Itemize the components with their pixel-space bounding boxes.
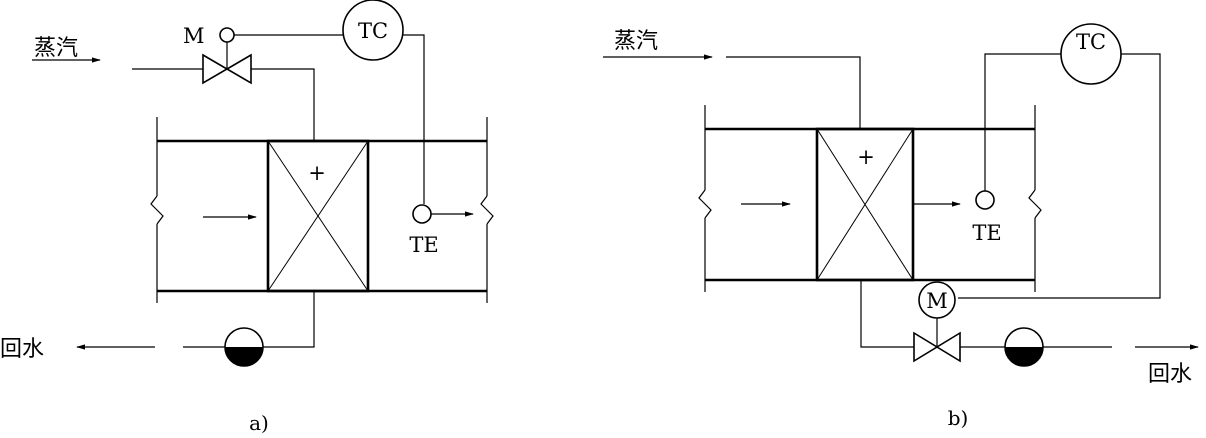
valve-body-right-b (935, 331, 961, 363)
valve-actuator-icon-a (219, 27, 235, 43)
valve-body-left-a (202, 53, 229, 85)
coil-plus-mark-b: + (857, 145, 875, 169)
steam-trap-a (224, 327, 264, 367)
valve-actuator-icon-b (918, 281, 956, 319)
steam-pipe-to-coil-a (250, 68, 315, 141)
diagram-a: 蒸汽 M TC + (0, 0, 494, 435)
duct-right-break-symbol-b (1028, 189, 1042, 219)
return-label-b: 回水 (1148, 362, 1192, 387)
duct-left-break-symbol-b (698, 189, 712, 219)
diagram-b: 蒸汽 TC + TE (603, 23, 1199, 430)
heating-coil-b: + (815, 127, 915, 282)
motor-label-b: M (926, 289, 948, 313)
return-pipe-from-coil-b (860, 280, 914, 348)
motor-label-a: M (183, 24, 205, 48)
steam-label-a: 蒸汽 (34, 36, 78, 61)
steam-trap-fill-a (225, 347, 263, 366)
control-valve-a: M (183, 24, 252, 85)
valve-body-left-b (913, 331, 939, 363)
controller-label-b: TC (1076, 30, 1106, 54)
coil-cross-line-2-a (267, 140, 369, 292)
duct-right-break-symbol-a (480, 195, 494, 225)
coil-cross-line-2-b (816, 128, 914, 281)
caption-a: a) (249, 411, 269, 435)
sensor-label-a: TE (409, 233, 438, 257)
return-label-a: 回水 (0, 337, 44, 362)
coil-plus-mark-a: + (308, 161, 326, 185)
steam-trap-b (1004, 327, 1044, 367)
control-valve-b: M (913, 281, 961, 363)
temperature-controller-a (342, 0, 404, 61)
steam-pipe-to-coil-b (726, 56, 861, 129)
steam-trap-fill-b (1005, 347, 1043, 366)
caption-b: b) (948, 406, 969, 430)
coil-frame-a (266, 139, 370, 293)
valve-body-right-a (225, 53, 252, 85)
steam-label-b: 蒸汽 (614, 29, 658, 54)
duct-left-break-symbol-a (150, 195, 164, 225)
heating-coil-a: + (266, 139, 370, 293)
controller-label-a: TC (358, 19, 388, 43)
return-pipe-from-coil-a (263, 291, 315, 348)
temperature-sensor-a (412, 204, 432, 224)
sensor-signal-line-b (984, 53, 1061, 192)
control-signal-line-b (958, 53, 1161, 299)
temperature-sensor-b (975, 190, 995, 210)
sensor-signal-line-a (402, 34, 425, 204)
sensor-label-b: TE (972, 221, 1001, 245)
